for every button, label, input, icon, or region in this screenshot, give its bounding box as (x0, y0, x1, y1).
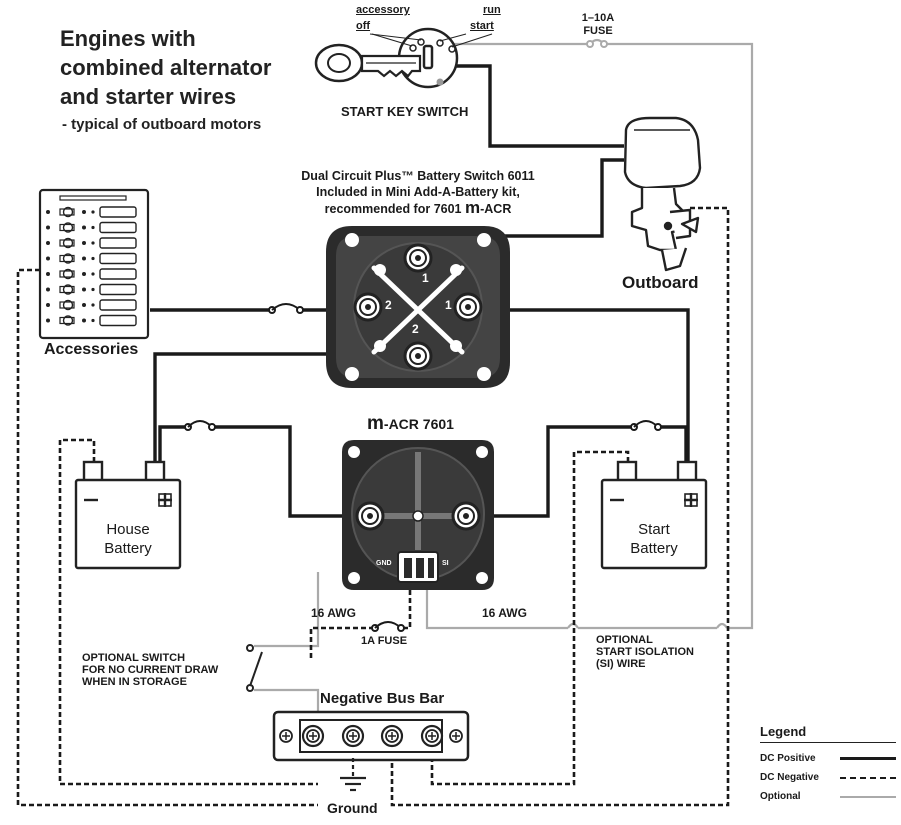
legend-item-optional: Optional (760, 787, 896, 806)
optional-switch-line3: WHEN IN STORAGE (82, 676, 187, 688)
start-battery-line2: Battery (630, 540, 678, 557)
macr-title: m-ACR 7601 (367, 413, 454, 435)
fuse-1a-label: 1A FUSE (361, 635, 408, 647)
optional-si-line3: (SI) WIRE (596, 658, 646, 670)
legend-swatch-negative (840, 776, 896, 779)
macr-graphic (342, 440, 494, 590)
battery-switch-line3: recommended for 7601 m-ACR (270, 198, 566, 217)
house-battery-label: House Battery (76, 520, 180, 558)
battery-switch-graphic (326, 226, 510, 388)
legend-label-negative: DC Negative (760, 772, 819, 783)
macr-si-label: SI (442, 560, 449, 567)
legend-swatch-optional (840, 795, 896, 798)
title-line-2: combined alternator (60, 55, 272, 80)
outboard-graphic (623, 116, 702, 272)
optional-switch-symbol (246, 644, 263, 692)
switch-term-bottom-2: 2 (412, 322, 419, 336)
accessories-panel-graphic (38, 188, 150, 340)
optional-wires (254, 38, 754, 712)
awg-right-label: 16 AWG (482, 606, 527, 620)
optional-switch-line2: FOR NO CURRENT DRAW (82, 664, 219, 676)
negative-wires (16, 206, 730, 807)
battery-switch-line2: Included in Mini Add-A-Battery kit, (316, 185, 520, 199)
start-battery-graphic (600, 460, 708, 570)
legend-swatch-positive (840, 757, 896, 760)
switch-term-top-1: 1 (422, 271, 429, 285)
battery-switch-line1: Dual Circuit Plus™ Battery Switch 6011 (301, 169, 535, 183)
macr-gnd-label: GND (376, 560, 392, 567)
key-switch-graphic (314, 27, 493, 89)
optional-si-line1: OPTIONAL (596, 634, 653, 646)
fuse-top-label: 1–10A FUSE (576, 12, 620, 38)
macr-title-m: m (367, 413, 384, 434)
battery-switch-line3-prefix: recommended for 7601 (324, 202, 465, 216)
bus-bar-label: Negative Bus Bar (320, 690, 445, 707)
house-battery-graphic (74, 460, 182, 570)
page-title: Engines with combined alternator and sta… (60, 24, 271, 111)
outboard-label: Outboard (622, 273, 699, 292)
awg-left-label: 16 AWG (311, 606, 356, 620)
optional-si-line2: START ISOLATION (596, 646, 694, 658)
battery-switch-line3-m: m (464, 198, 481, 217)
key-pos-off: off (356, 20, 371, 32)
legend-item-negative: DC Negative (760, 768, 896, 787)
page-subtitle: - typical of outboard motors (62, 116, 262, 133)
macr-title-rest: -ACR 7601 (383, 416, 454, 432)
ground-label: Ground (327, 800, 378, 816)
switch-term-left-2: 2 (385, 298, 392, 312)
key-pos-run: run (483, 4, 501, 16)
fuse-symbols (184, 40, 662, 632)
key-switch-label: START KEY SWITCH (341, 104, 469, 119)
start-battery-line1: Start (638, 521, 670, 538)
house-battery-line2: Battery (104, 540, 152, 557)
optional-switch-line1: OPTIONAL SWITCH (82, 652, 186, 664)
legend-item-positive: DC Positive (760, 749, 896, 768)
legend-label-optional: Optional (760, 791, 801, 802)
ground-symbol (340, 758, 366, 792)
start-battery-label: Start Battery (602, 520, 706, 558)
key-pos-accessory: accessory (356, 4, 410, 16)
optional-si-note: OPTIONAL START ISOLATION (SI) WIRE (596, 634, 694, 670)
key-pos-start: start (470, 20, 494, 32)
title-line-3: and starter wires (60, 84, 237, 109)
fuse-top-line2: FUSE (583, 25, 613, 37)
fuse-top-line1: 1–10A (581, 12, 615, 24)
battery-switch-line3-suffix: -ACR (480, 202, 512, 216)
legend-label-positive: DC Positive (760, 753, 816, 764)
switch-term-right-1: 1 (445, 298, 452, 312)
title-line-1: Engines with (60, 26, 196, 51)
accessories-label: Accessories (44, 341, 139, 358)
legend-title: Legend (760, 724, 896, 743)
battery-switch-caption: Dual Circuit Plus™ Battery Switch 6011 I… (270, 168, 566, 217)
house-battery-line1: House (106, 521, 150, 538)
optional-switch-note: OPTIONAL SWITCH FOR NO CURRENT DRAW WHEN… (82, 652, 218, 688)
bus-bar-graphic (272, 710, 470, 762)
legend: Legend DC Positive DC Negative Optional (760, 724, 896, 806)
